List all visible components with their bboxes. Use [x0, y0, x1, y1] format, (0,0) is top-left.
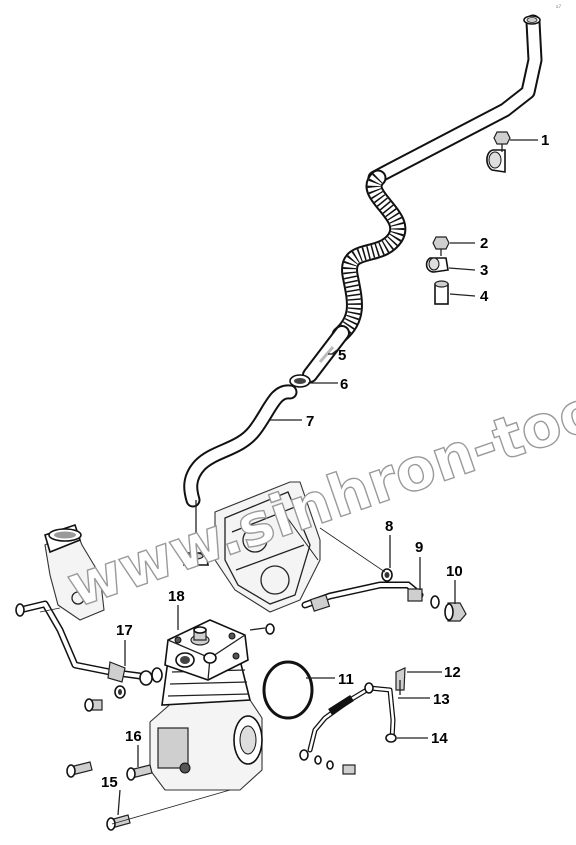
bracket-part-12 [395, 667, 406, 695]
label-18: 18 [168, 588, 185, 605]
label-13: 13 [433, 691, 450, 708]
label-9: 9 [415, 539, 423, 556]
pipe-bracket [183, 552, 209, 566]
label-16: 16 [125, 728, 142, 745]
banjo-bolt-left [84, 698, 103, 712]
watermark: www.sinhron-too.kz [59, 344, 576, 620]
elbow-housing [44, 523, 105, 621]
corner-mark: a7 [556, 4, 561, 9]
label-11: 11 [338, 671, 354, 688]
o-ring-part-11 [262, 660, 314, 720]
label-10: 10 [446, 563, 463, 580]
hose-part-5 [302, 325, 350, 383]
delivery-pipe [301, 581, 424, 612]
air-compressor-part-18 [149, 619, 263, 791]
label-3: 3 [480, 262, 488, 279]
cover-plate [214, 481, 321, 613]
seal-part-14 [385, 733, 397, 743]
label-17: 17 [116, 622, 133, 639]
air-pipe [367, 14, 543, 186]
pipe-part-7 [183, 384, 298, 508]
label-7: 7 [306, 413, 314, 430]
label-8: 8 [385, 518, 393, 535]
spacer-part-4 [434, 280, 449, 305]
label-6: 6 [340, 376, 348, 393]
bolt-part-16 [126, 764, 153, 781]
bolt-left [66, 761, 93, 778]
clip-part-3 [425, 257, 449, 273]
label-1: 1 [541, 132, 549, 149]
hose-clamp-part-6 [289, 374, 311, 388]
seal-ring-part-9 [430, 595, 440, 609]
label-2: 2 [480, 235, 488, 252]
nut-part-2 [432, 236, 450, 256]
o-ring-compressor [151, 667, 163, 683]
label-5: 5 [338, 347, 346, 364]
pipe-clip-part-1 [486, 131, 511, 173]
label-4: 4 [480, 288, 489, 305]
part-labels: 1 2 3 4 5 6 7 8 9 10 11 12 13 14 15 16 1… [101, 132, 549, 791]
corrugated-hose [331, 169, 407, 344]
coolant-pipe-part-17 [15, 600, 153, 699]
label-15: 15 [101, 774, 118, 791]
oil-line-part-13 [299, 682, 396, 775]
label-12: 12 [444, 664, 461, 681]
label-14: 14 [431, 730, 448, 747]
plug-part-10 [444, 602, 467, 622]
leader-lines [39, 139, 538, 825]
o-ring-small [265, 623, 275, 635]
